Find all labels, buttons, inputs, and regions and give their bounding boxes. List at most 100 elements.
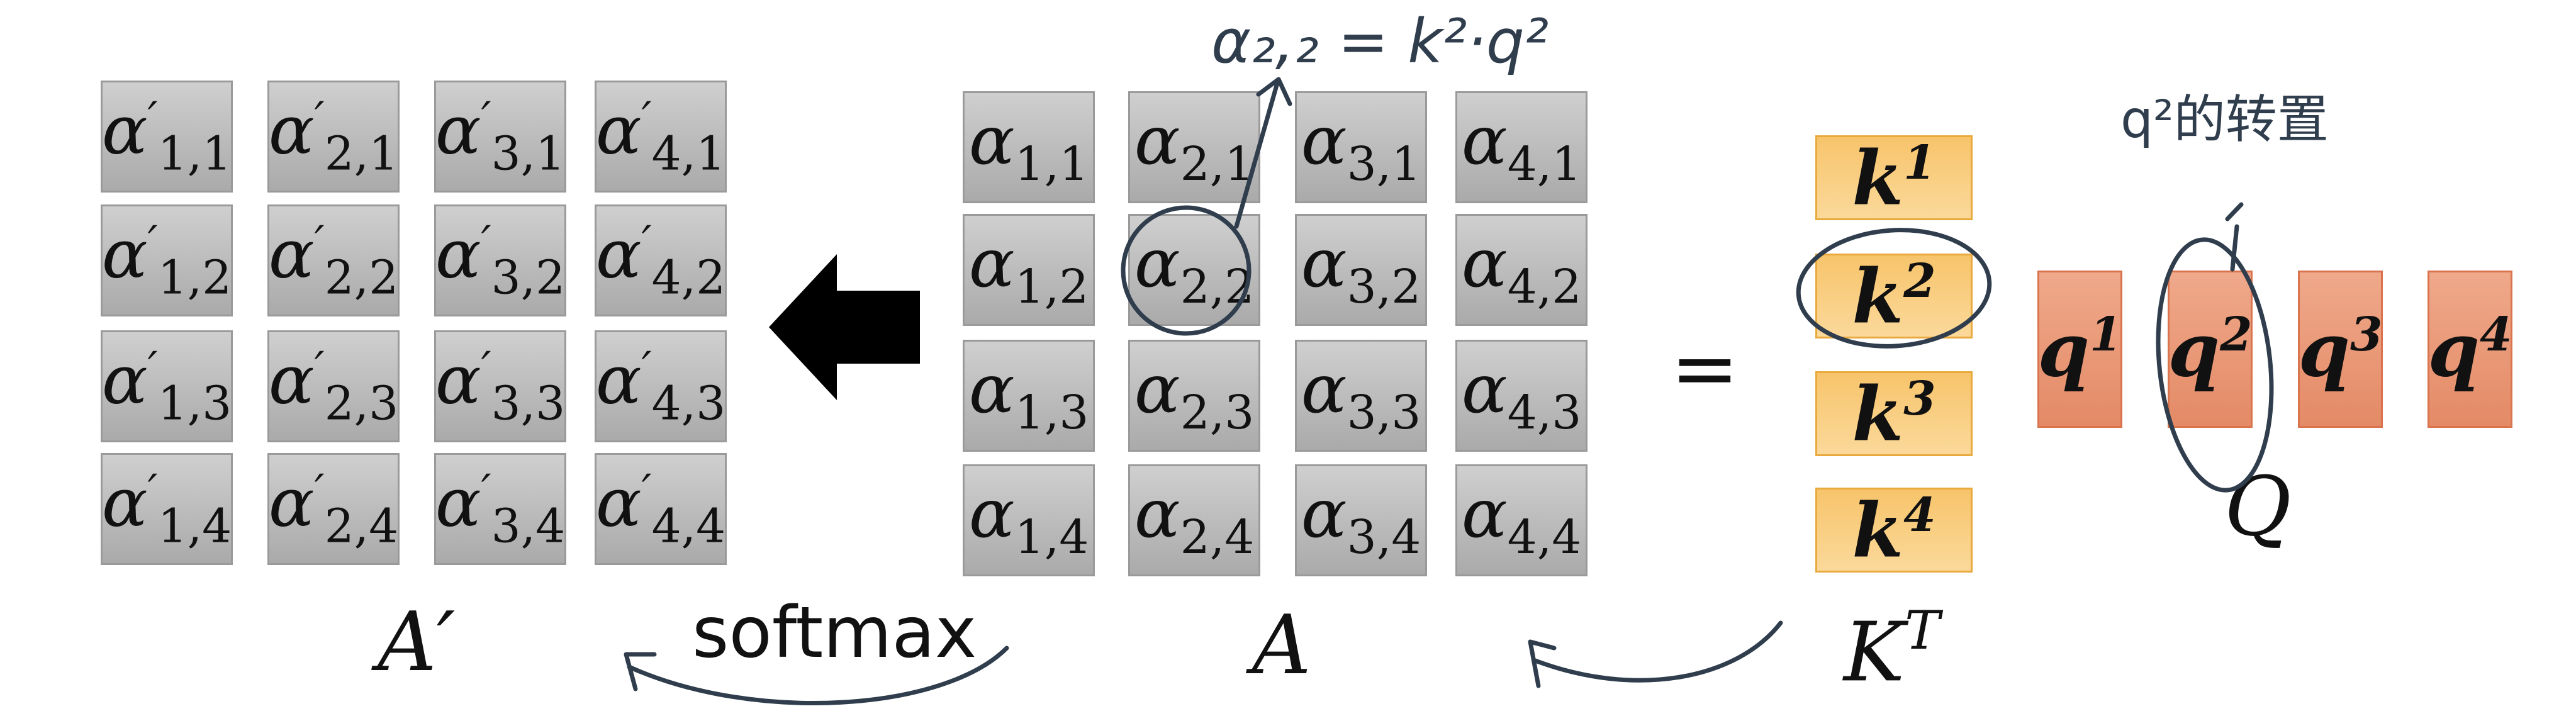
curve-softmax-head — [624, 652, 657, 691]
circle-alpha-2-2 — [1121, 205, 1252, 336]
handwritten-q2-note: q²的转置 — [2120, 90, 2329, 150]
key-vector-k2: k2 — [1815, 254, 1973, 338]
alpha-symbol: α2,4 — [1134, 474, 1255, 564]
alpha-symbol: α2,3 — [1134, 350, 1255, 440]
query-symbol: q2 — [2168, 306, 2253, 394]
query-symbol: q3 — [2298, 306, 2383, 394]
key-symbol: k4 — [1852, 486, 1936, 574]
alpha-prime-cell-2-2: α′2,2 — [267, 204, 400, 316]
alpha-symbol: α2,1 — [1134, 101, 1255, 191]
alpha-symbol: α′1,1 — [101, 91, 232, 181]
alpha-cell-2-3: α2,3 — [1128, 340, 1260, 452]
alpha-prime-cell-3-1: α′3,1 — [434, 81, 566, 193]
equals-sign: = — [1671, 320, 1739, 416]
tick-mark — [2225, 202, 2244, 221]
alpha-cell-4-2: α4,2 — [1455, 214, 1588, 326]
alpha-prime-cell-2-1: α′2,1 — [267, 81, 400, 193]
alpha-symbol: α′2,3 — [268, 340, 399, 431]
label-k-transpose: KT — [1844, 600, 1940, 700]
query-vector-q1: q1 — [2037, 271, 2122, 428]
alpha-prime-cell-1-2: α′1,2 — [101, 204, 233, 316]
alpha-cell-4-3: α4,3 — [1455, 340, 1588, 452]
label-q: Q — [2224, 459, 2292, 554]
alpha-symbol: α′2,2 — [268, 215, 399, 305]
alpha-symbol: α′4,4 — [595, 463, 726, 554]
alpha-symbol: α′4,2 — [595, 215, 726, 305]
big-left-arrow-icon — [769, 254, 920, 400]
key-vector-k4: k4 — [1815, 488, 1973, 573]
alpha-prime-cell-4-2: α′4,2 — [595, 204, 727, 316]
key-symbol: k1 — [1852, 134, 1936, 222]
alpha-symbol: α1,2 — [968, 224, 1089, 314]
alpha-prime-cell-2-4: α′2,4 — [267, 453, 400, 565]
alpha-cell-3-1: α3,1 — [1295, 91, 1427, 203]
alpha-symbol: α′4,3 — [595, 340, 726, 431]
alpha-prime-cell-1-4: α′1,4 — [101, 453, 233, 565]
alpha-cell-1-4: α1,4 — [963, 464, 1095, 576]
circle-k2 — [1796, 228, 1992, 349]
alpha-cell-2-4: α2,4 — [1128, 464, 1260, 576]
alpha-symbol: α′3,4 — [435, 463, 566, 554]
softmax-label: softmax — [692, 592, 977, 674]
alpha-symbol: α′1,3 — [101, 340, 232, 431]
alpha-prime-cell-4-1: α′4,1 — [595, 81, 727, 193]
alpha-prime-cell-3-4: α′3,4 — [434, 453, 566, 565]
alpha-symbol: α′4,1 — [595, 91, 726, 181]
alpha-cell-1-1: α1,1 — [963, 91, 1095, 203]
alpha-prime-cell-4-4: α′4,4 — [595, 453, 727, 565]
alpha-symbol: α3,3 — [1301, 350, 1421, 440]
alpha-cell-4-1: α4,1 — [1455, 91, 1588, 203]
alpha-symbol: α4,3 — [1461, 350, 1582, 440]
curve-k-to-a-head — [1528, 639, 1557, 688]
tick-above-q2 — [2230, 224, 2239, 272]
alpha-cell-4-4: α4,4 — [1455, 464, 1588, 576]
alpha-cell-3-3: α3,3 — [1295, 340, 1427, 452]
alpha-symbol: α′3,2 — [435, 215, 566, 305]
query-vector-q2: q2 — [2168, 271, 2253, 428]
alpha-symbol: α′1,4 — [101, 463, 232, 554]
arrow-to-formula-head — [1256, 77, 1292, 106]
alpha-symbol: α3,4 — [1301, 474, 1421, 564]
alpha-cell-3-2: α3,2 — [1295, 214, 1427, 326]
alpha-cell-1-2: α1,2 — [963, 214, 1095, 326]
alpha-symbol: α3,2 — [1301, 224, 1421, 314]
alpha-symbol: α4,2 — [1461, 224, 1582, 314]
key-symbol: k2 — [1852, 252, 1936, 340]
alpha-cell-1-3: α1,3 — [963, 340, 1095, 452]
circle-q2 — [2156, 237, 2274, 493]
alpha-prime-cell-3-2: α′3,2 — [434, 204, 566, 316]
alpha-symbol: α1,3 — [968, 350, 1089, 440]
curve-k-to-a — [1533, 620, 1783, 683]
alpha-symbol: α′1,2 — [101, 215, 232, 305]
alpha-symbol: α4,1 — [1461, 101, 1582, 191]
alpha-symbol: α1,4 — [968, 474, 1089, 564]
alpha-symbol: α1,1 — [968, 101, 1089, 191]
alpha-symbol: α′2,4 — [268, 463, 399, 554]
key-symbol: k3 — [1852, 370, 1936, 458]
alpha-symbol: α4,4 — [1461, 474, 1582, 564]
handwritten-formula: α₂,₂ = k²·q² — [1211, 6, 1549, 77]
alpha-symbol: α′3,1 — [435, 91, 566, 181]
query-symbol: q1 — [2037, 306, 2122, 394]
label-a: A — [1252, 597, 1311, 693]
query-symbol: q4 — [2428, 306, 2512, 394]
alpha-prime-cell-3-3: α′3,3 — [434, 330, 566, 442]
alpha-symbol: α3,1 — [1301, 101, 1421, 191]
label-a-prime: A′ — [378, 594, 456, 690]
alpha-cell-2-1: α2,1 — [1128, 91, 1260, 203]
alpha-symbol: α′2,1 — [268, 91, 399, 181]
key-vector-k3: k3 — [1815, 371, 1973, 456]
key-vector-k1: k1 — [1815, 135, 1973, 220]
query-vector-q4: q4 — [2428, 271, 2512, 428]
alpha-cell-3-4: α3,4 — [1295, 464, 1427, 576]
alpha-prime-cell-1-3: α′1,3 — [101, 330, 233, 442]
alpha-prime-cell-2-3: α′2,3 — [267, 330, 400, 442]
alpha-prime-cell-4-3: α′4,3 — [595, 330, 727, 442]
arrow-to-formula — [1234, 81, 1280, 229]
curve-softmax — [627, 646, 1009, 705]
alpha-prime-cell-1-1: α′1,1 — [101, 81, 233, 193]
alpha-symbol: α′3,3 — [435, 340, 566, 431]
query-vector-q3: q3 — [2298, 271, 2383, 428]
